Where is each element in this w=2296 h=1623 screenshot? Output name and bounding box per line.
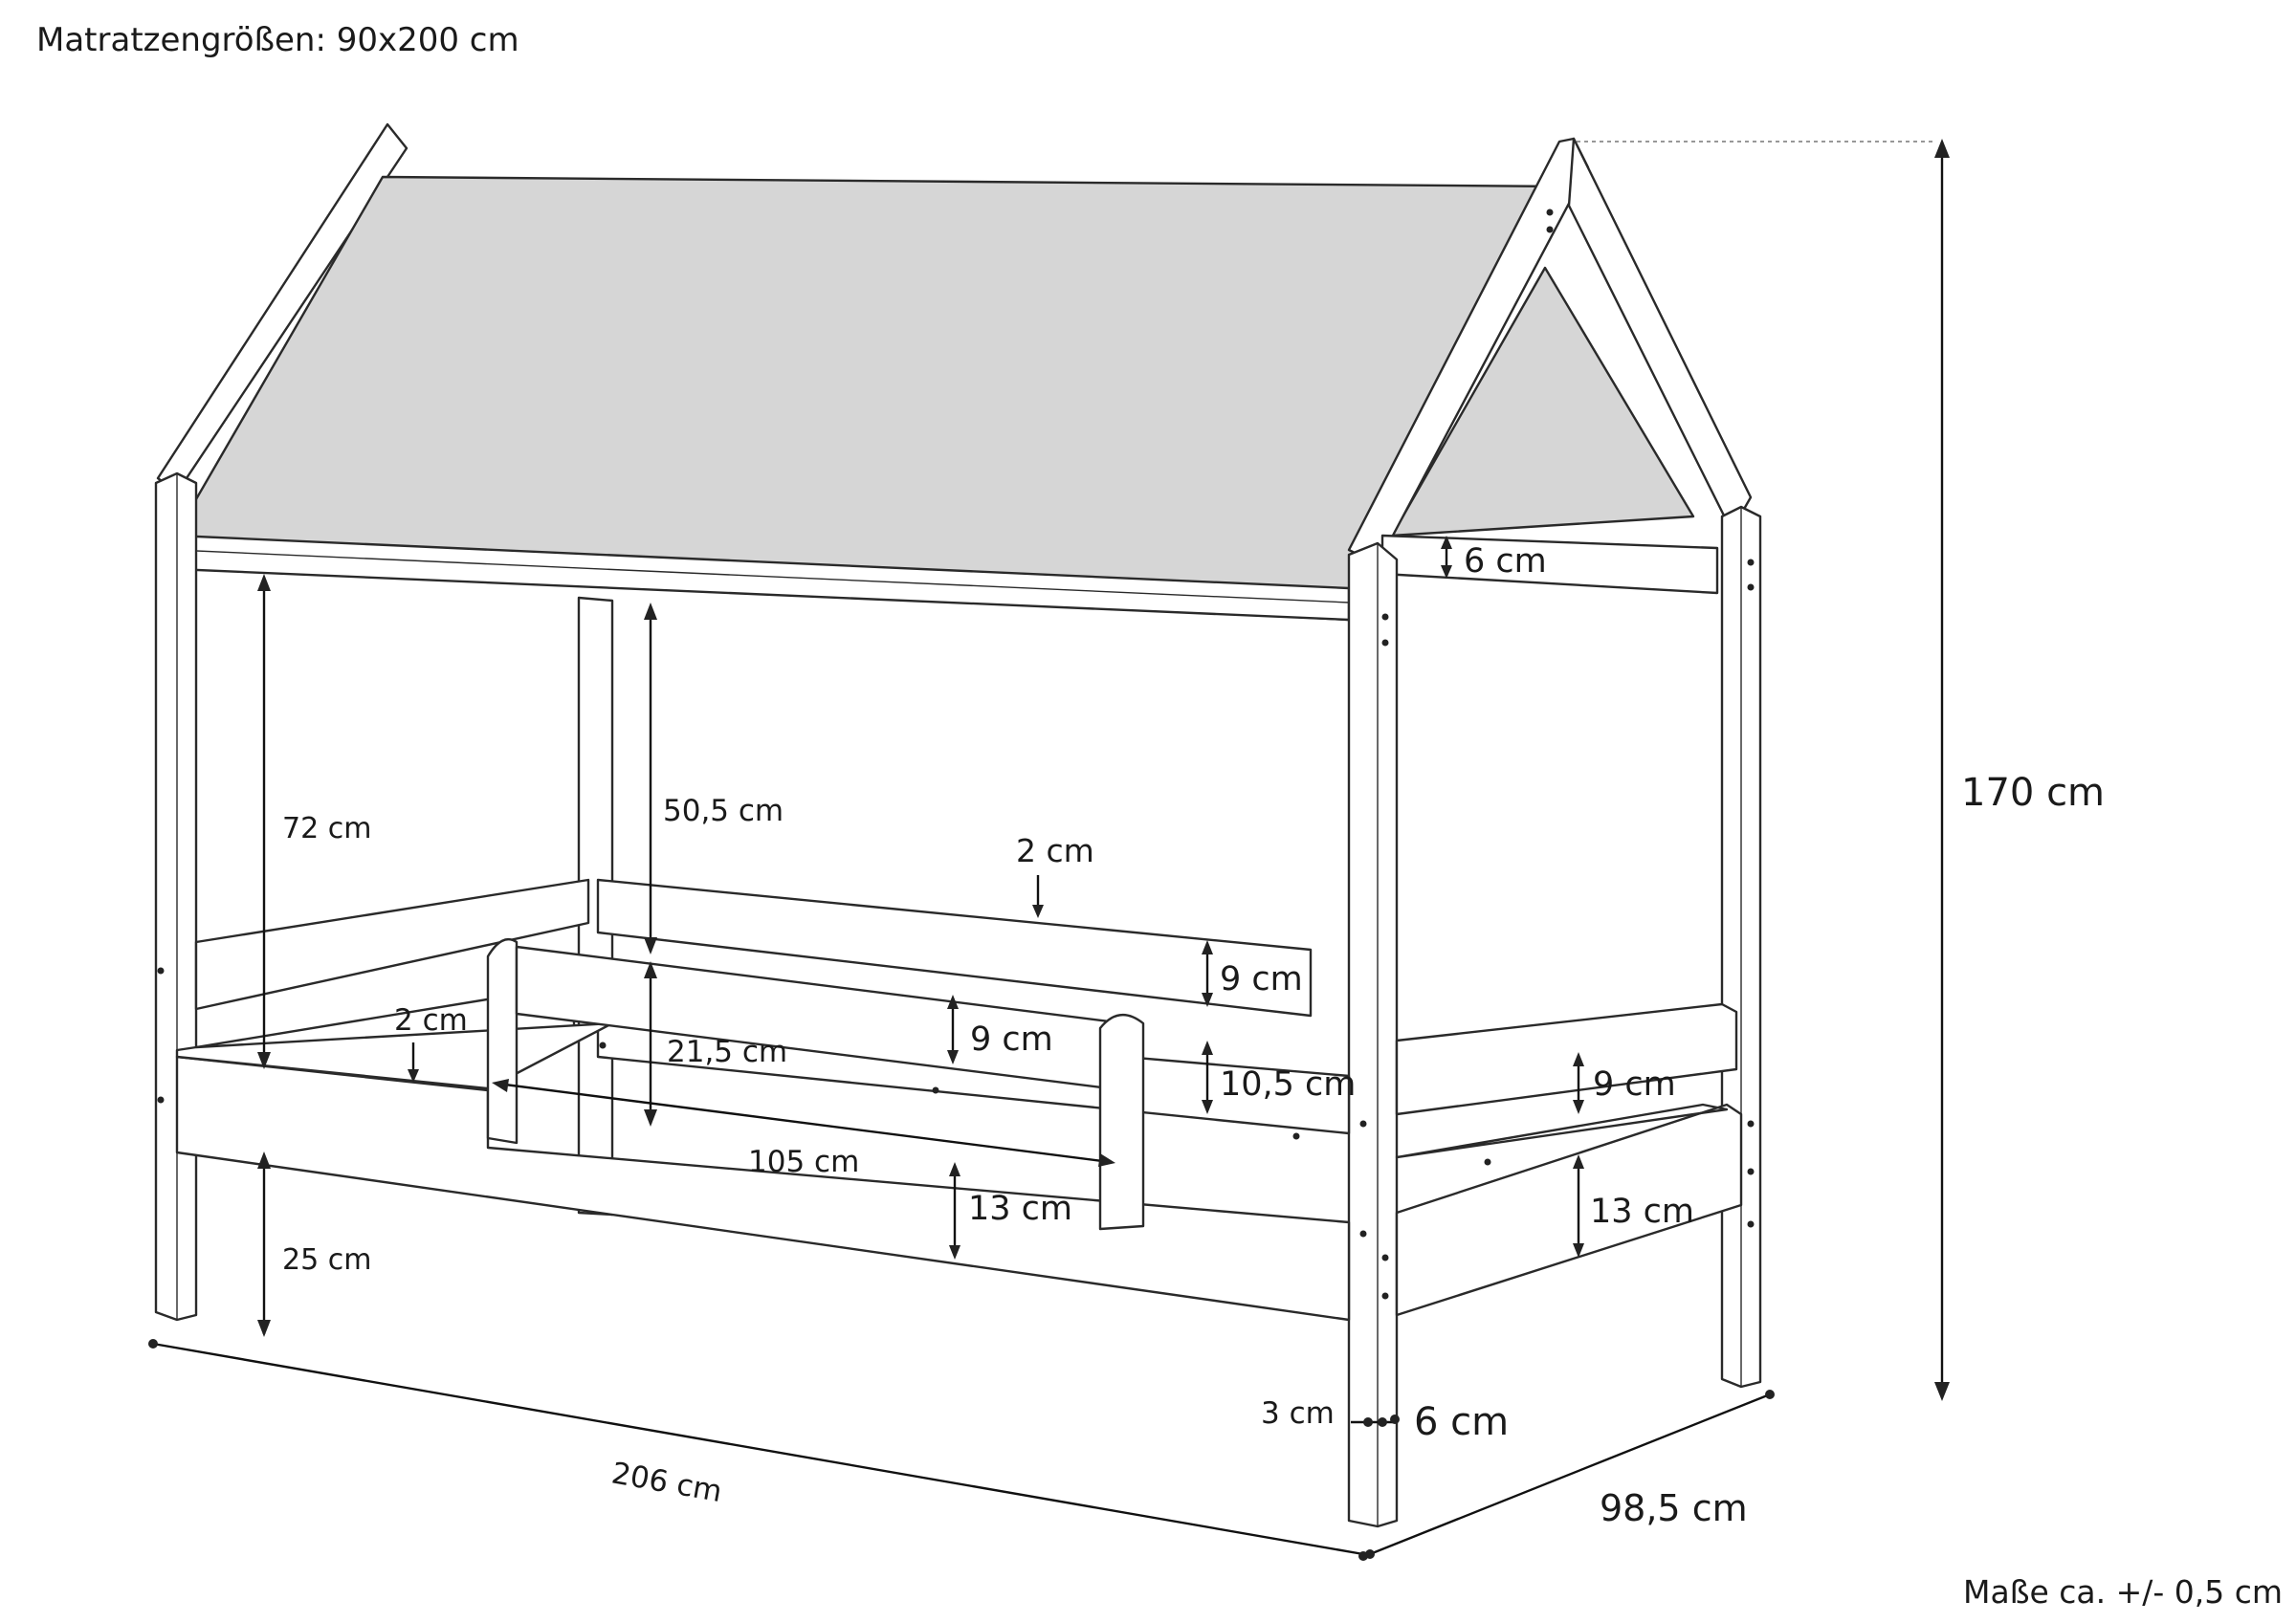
mattress-size-caption: Matratzengrößen: 90x200 cm [36, 21, 519, 59]
label-side-board: 13 cm [968, 1190, 1072, 1228]
label-mattress-top: 21,5 cm [667, 1035, 787, 1069]
tolerance-caption: Maße ca. +/- 0,5 cm [1963, 1573, 2284, 1611]
label-leg-height: 25 cm [282, 1243, 371, 1277]
label-slat-gap-left: 2 cm [394, 1003, 468, 1038]
label-inner-height-back: 50,5 cm [663, 794, 784, 828]
label-slat-gap-top: 2 cm [1016, 832, 1094, 869]
fall-guard [486, 937, 1145, 1231]
label-back-rail: 9 cm [1220, 960, 1303, 998]
label-post-width: 6 cm [1414, 1400, 1509, 1444]
label-end-rail: 9 cm [1593, 1065, 1676, 1104]
label-total-height: 170 cm [1961, 771, 2105, 815]
label-mid-rail: 10,5 cm [1220, 1065, 1356, 1104]
screw-holes [157, 208, 1755, 1300]
label-width: 98,5 cm [1600, 1487, 1748, 1529]
label-end-board: 13 cm [1590, 1193, 1694, 1231]
rails [175, 878, 1743, 1322]
label-roof-beam: 6 cm [1464, 542, 1547, 581]
label-length: 206 cm [609, 1456, 725, 1509]
label-guard-rail: 9 cm [970, 1020, 1053, 1059]
dimension-lines [148, 139, 1950, 1561]
label-inner-height-front: 72 cm [282, 812, 371, 845]
posts [154, 472, 1762, 1528]
label-post-offset: 3 cm [1261, 1396, 1335, 1431]
label-guard-length: 105 cm [748, 1145, 859, 1179]
dimension-labels: 170 cm 72 cm 25 cm 50,5 cm 21,5 cm 6 cm … [282, 542, 2105, 1529]
